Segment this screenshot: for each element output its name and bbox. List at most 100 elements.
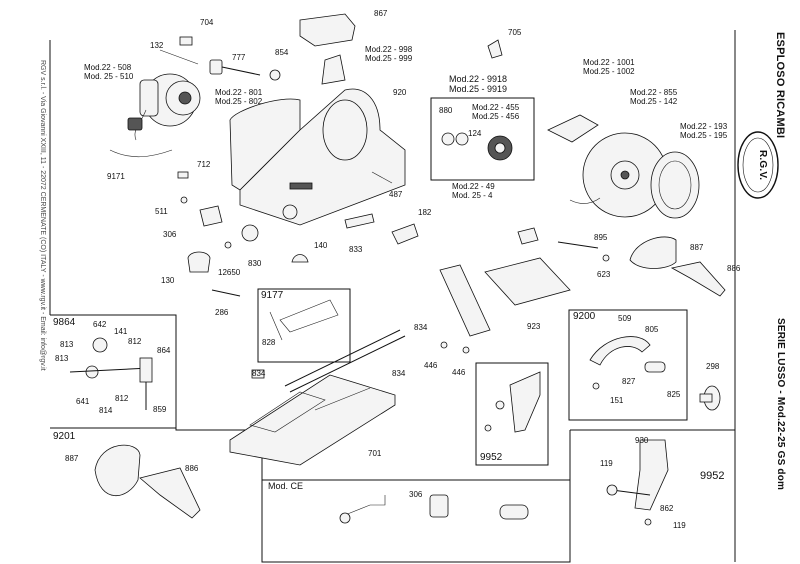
bracket-998: [321, 54, 346, 85]
label-930: 930: [635, 436, 649, 445]
rod-895: [557, 241, 599, 249]
part-705: [487, 39, 503, 59]
part-130: [187, 251, 211, 273]
box-9201: [50, 427, 263, 562]
blade-855: [582, 132, 668, 218]
label-mod-802: Mod.25 - 802: [215, 97, 263, 106]
label-mod-195: Mod.25 - 195: [680, 131, 728, 140]
label-151: 151: [610, 396, 624, 405]
label-mod-510: Mod. 25 - 510: [84, 72, 134, 81]
arm-886-lower: [139, 467, 201, 519]
label-828: 828: [262, 338, 276, 347]
box-9177: [257, 288, 351, 363]
label-119-bottom: 119: [673, 521, 686, 530]
label-859: 859: [153, 405, 167, 414]
label-814: 814: [99, 406, 113, 415]
box-9952-small: [475, 362, 549, 466]
guard-887-lower: [94, 444, 141, 497]
company-address: RGV s.r.l. - Via Giovanni XXIII, 11 - 22…: [39, 60, 46, 371]
cover-867: [299, 13, 356, 47]
main-body-920: [229, 88, 406, 226]
rod-834b: [289, 335, 406, 393]
part-854: [269, 69, 281, 81]
label-701: 701: [368, 449, 382, 458]
label-834-top: 834: [414, 323, 428, 332]
label-834-right: 834: [392, 369, 406, 378]
label-mod-855: Mod.22 - 855: [630, 88, 678, 97]
label-511: 511: [155, 207, 168, 216]
part-140: [291, 254, 309, 263]
label-920: 920: [393, 88, 407, 97]
label-mod-49-25: Mod. 25 - 4: [452, 191, 493, 200]
label-827: 827: [622, 377, 636, 386]
arm-1001: [547, 114, 599, 143]
box-9864: [50, 314, 177, 428]
label-9952-small: 9952: [480, 452, 503, 463]
label-9171: 9171: [107, 172, 125, 181]
assembly-9918: [441, 132, 513, 161]
carriage-9952-small: [484, 371, 541, 433]
label-mod-1001: Mod.22 - 1001: [583, 58, 635, 67]
label-487: 487: [389, 190, 403, 199]
knob-298: [699, 385, 721, 411]
label-286: 286: [215, 308, 229, 317]
label-9200: 9200: [573, 311, 596, 322]
part-12650: [224, 241, 232, 249]
label-641: 641: [76, 397, 90, 406]
label-712: 712: [197, 160, 211, 169]
part-306: [199, 205, 223, 227]
guard-887: [629, 236, 677, 269]
label-182: 182: [418, 208, 432, 217]
label-887-top: 887: [690, 243, 704, 252]
part-623: [602, 254, 610, 262]
box-modce: [261, 479, 571, 563]
cover-193: [650, 151, 700, 219]
label-mod-49-22: Mod.22 - 49: [452, 182, 495, 191]
label-864: 864: [157, 346, 171, 355]
label-mod-ce: Mod. CE: [268, 481, 304, 491]
box-9200: [568, 309, 688, 421]
box-9918: [430, 97, 535, 181]
label-854: 854: [275, 48, 289, 57]
label-886-top: 886: [727, 264, 741, 273]
label-446-right: 446: [452, 368, 466, 377]
label-825: 825: [667, 390, 681, 399]
label-119-top: 119: [600, 459, 613, 468]
label-mod-142: Mod.25 - 142: [630, 97, 678, 106]
label-mod-999: Mod.25 - 999: [365, 54, 413, 63]
label-9864: 9864: [53, 317, 76, 328]
label-mod-801: Mod.22 - 801: [215, 88, 263, 97]
label-812-bottom: 812: [115, 394, 129, 403]
label-812-top: 812: [128, 337, 142, 346]
label-446-left: 446: [424, 361, 438, 370]
label-830: 830: [248, 259, 262, 268]
label-124: 124: [468, 129, 482, 138]
assembly-9864: [69, 337, 153, 410]
label-887-lower: 887: [65, 454, 79, 463]
label-813-top: 813: [60, 340, 74, 349]
label-923: 923: [527, 322, 541, 331]
label-140: 140: [314, 241, 328, 250]
carriage-9952-large: [606, 439, 669, 526]
label-mod-193: Mod.22 - 193: [680, 122, 728, 131]
label-mod-9918: Mod.22 - 9918: [449, 74, 508, 84]
label-9201: 9201: [53, 431, 76, 442]
motor-part: [127, 73, 201, 141]
part-833: [344, 213, 375, 229]
assembly-9177: [269, 299, 339, 341]
label-886-lower: 886: [185, 464, 199, 473]
label-mod-508: Mod.22 - 508: [84, 63, 132, 72]
cable-9171: [109, 149, 173, 158]
label-306-ce: 306: [409, 490, 423, 499]
label-306: 306: [163, 230, 177, 239]
label-777: 777: [232, 53, 246, 62]
label-880: 880: [439, 106, 453, 115]
label-805: 805: [645, 325, 659, 334]
label-mod-456: Mod.25 - 456: [472, 112, 520, 121]
label-9952-large: 9952: [700, 470, 725, 482]
rod-286: [211, 289, 241, 297]
tray-923: [439, 257, 571, 337]
label-705: 705: [508, 28, 522, 37]
part-830-gear: [241, 224, 259, 242]
